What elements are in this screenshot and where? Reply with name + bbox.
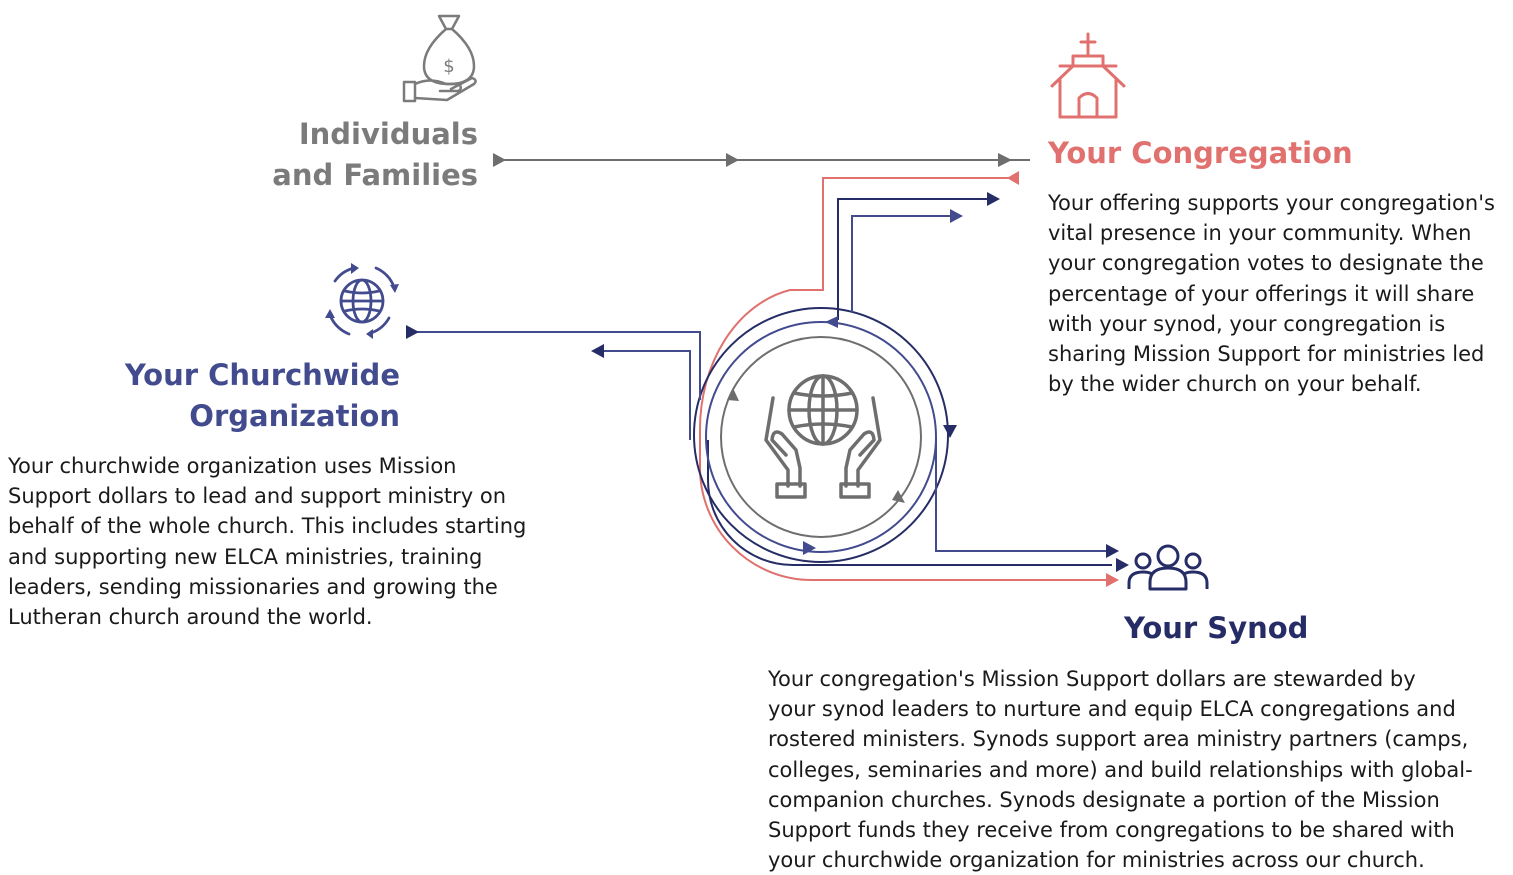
hands-globe-icon — [764, 374, 882, 499]
arrowheads-globe — [325, 263, 399, 339]
individuals-title-line: and Families — [272, 157, 478, 192]
description-line: rostered ministers. Synods support area … — [768, 727, 1469, 752]
description-line: percentage of your offerings it will sha… — [1048, 281, 1475, 306]
arrowhead — [892, 490, 905, 503]
description-line: by the wider church on your behalf. — [1048, 372, 1422, 397]
description-line: Your churchwide organization uses Missio… — [8, 454, 457, 478]
individuals-title-line: Individuals — [298, 117, 478, 151]
arrowhead — [943, 425, 957, 438]
individuals-title: Individuals and Families — [250, 114, 478, 195]
arrowhead — [950, 209, 963, 223]
description-line: Lutheran church around the world. — [8, 605, 373, 630]
outer-ring — [693, 307, 949, 563]
congregation-title: Your Congregation — [1048, 136, 1353, 170]
description-line: with your synod, your congregation is — [1048, 311, 1446, 336]
synod-title: Your Synod — [1124, 611, 1309, 645]
arrowhead — [727, 388, 739, 401]
description-line: your synod leaders to nurture and equip … — [768, 697, 1456, 722]
description-line: your churchwide organization for ministr… — [768, 848, 1425, 873]
people-group-icon — [1127, 544, 1209, 591]
arrowhead — [1007, 171, 1019, 185]
arrowhead — [987, 192, 1000, 206]
description-line: Your congregation's Mission Support doll… — [768, 667, 1416, 691]
description-line: colleges, seminaries and more) and build… — [768, 757, 1473, 782]
churchwide-title-line: Organization — [189, 398, 400, 433]
description-line: behalf of the whole church. This include… — [8, 514, 527, 539]
svg-text:$: $ — [443, 56, 454, 77]
arrowhead — [406, 325, 419, 339]
arrowhead — [1106, 573, 1119, 587]
description-line: sharing Mission Support for ministries l… — [1048, 342, 1485, 367]
church-icon — [1050, 32, 1126, 119]
flow-synod-lines — [707, 198, 1112, 566]
description-line: and supporting new ELCA ministries, trai… — [8, 544, 483, 569]
description-line: vital presence in your community. When — [1048, 221, 1472, 246]
synod-description: Your congregation's Mission Support doll… — [768, 664, 1473, 875]
money-bag-hand-icon: $ — [402, 14, 477, 103]
description-line: Your offering supports your congregation… — [1048, 191, 1495, 215]
description-line: Support funds they receive from congrega… — [768, 818, 1455, 843]
congregation-description: Your offering supports your congregation… — [1048, 188, 1495, 399]
arrowhead — [1116, 558, 1129, 572]
description-line: Support dollars to lead and support mini… — [8, 484, 507, 509]
arrowhead — [803, 541, 816, 555]
inner-ring — [720, 336, 922, 538]
churchwide-title: Your Churchwide Organization — [100, 355, 400, 436]
arrowhead — [1106, 544, 1119, 558]
description-line: your congregation votes to designate the — [1048, 251, 1484, 276]
churchwide-description: Your churchwide organization uses Missio… — [8, 451, 526, 632]
description-line: leaders, sending missionaries and growin… — [8, 574, 498, 599]
flow-congregation-to-synod — [698, 177, 1112, 581]
globe-arrows-icon — [328, 266, 396, 336]
flow-churchwide-lines — [408, 215, 1112, 553]
arrowhead — [591, 344, 604, 358]
churchwide-title-line: Your Churchwide — [124, 358, 400, 392]
description-line: companion churches. Synods designate a p… — [768, 787, 1440, 812]
arrowhead — [825, 316, 838, 328]
flow-individuals-to-congregation — [493, 153, 1030, 167]
